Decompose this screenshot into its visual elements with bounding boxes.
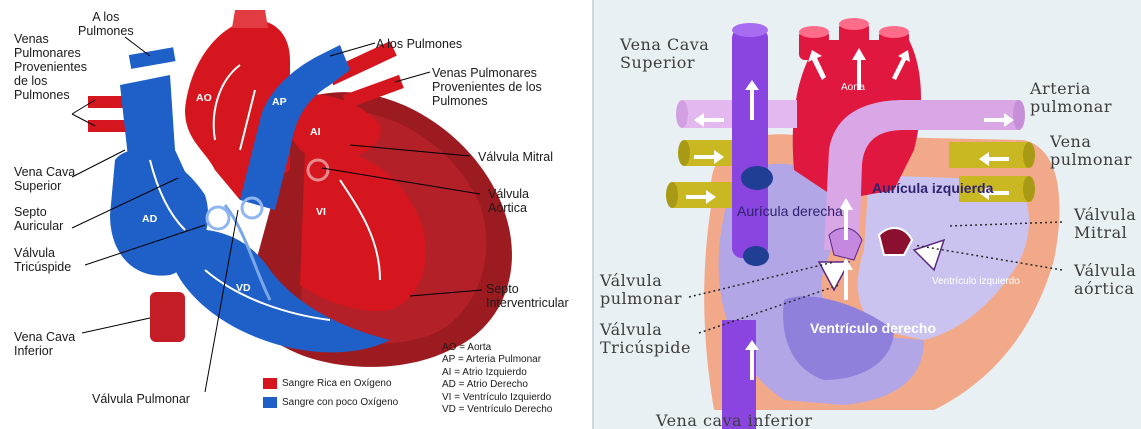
chamber-vd: VD	[236, 282, 251, 294]
label-vena-cava-inferior: Vena Cava Inferior	[14, 330, 75, 358]
chamber-ap: AP	[272, 96, 287, 108]
label-septo-interventricular: Septo Interventricular	[486, 282, 569, 310]
chamber-ventriculo-izquierdo: Ventrículo izquierdo	[932, 276, 1020, 288]
legend-label-oxygen-poor: Sangre con poco Oxígeno	[282, 397, 398, 409]
r-label-vena-cava-superior: Vena Cava Superior	[620, 36, 709, 72]
chamber-aorta: Aorta	[841, 80, 865, 96]
abbreviations-key: AO = Aorta AP = Arteria Pulmonar AI = At…	[442, 342, 552, 416]
label-valvula-aortica: Válvula Aórtica	[488, 187, 529, 215]
legend-swatch-oxygen-rich	[263, 378, 277, 389]
label-valvula-tricuspide: Válvula Tricúspide	[14, 246, 71, 274]
r-label-valvula-mitral: Válvula Mitral	[1074, 206, 1136, 242]
label-valvula-pulmonar: Válvula Pulmonar	[92, 392, 190, 406]
label-venas-pulmonares-left: Venas Pulmonares Provenientes de los Pul…	[14, 32, 87, 102]
r-label-vena-cava-inferior: Vena cava inferior	[656, 412, 813, 429]
r-label-valvula-tricuspide: Válvula Tricúspide	[600, 321, 691, 357]
chamber-ventriculo-derecho: Ventrículo derecho	[810, 320, 936, 336]
label-septo-auricular: Septo Auricular	[14, 205, 63, 233]
chamber-auricula-izquierda: Aurícula izquierda	[872, 180, 993, 196]
label-valvula-mitral: Válvula Mitral	[478, 150, 553, 164]
r-label-valvula-aortica: Válvula aórtica	[1074, 262, 1136, 298]
left-heart-diagram: A los Pulmones A los Pulmones Venas Pulm…	[0, 0, 583, 429]
legend-label-oxygen-rich: Sangre Rica en Oxígeno	[282, 378, 392, 390]
legend-swatch-oxygen-poor	[263, 397, 277, 408]
chamber-auricula-derecha: Aurícula derecha	[737, 203, 843, 219]
r-label-vena-pulmonar: Vena pulmonar	[1050, 133, 1132, 169]
label-vena-cava-superior: Vena Cava Superior	[14, 165, 75, 193]
chamber-ai: AI	[310, 126, 321, 138]
right-heart-diagram: Vena Cava Superior Arteria pulmonar Vena…	[592, 0, 1141, 429]
r-label-valvula-pulmonar: Válvula pulmonar	[600, 272, 682, 308]
label-a-los-pulmones-right: A los Pulmones	[376, 37, 462, 51]
label-venas-pulmonares-right: Venas Pulmonares Provenientes de los Pul…	[432, 66, 542, 108]
chamber-vi: VI	[316, 206, 326, 218]
r-label-arteria-pulmonar: Arteria pulmonar	[1030, 80, 1112, 116]
chamber-ad: AD	[142, 213, 157, 225]
chamber-ao: AO	[196, 92, 212, 104]
